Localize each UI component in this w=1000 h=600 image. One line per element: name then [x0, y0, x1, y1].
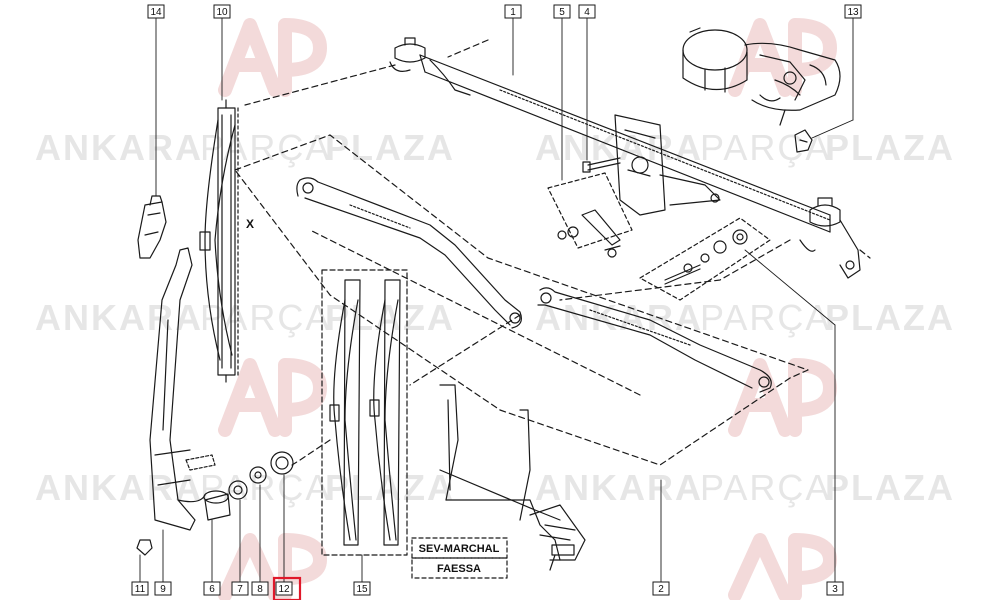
watermark-logo [728, 18, 837, 97]
wiper-blade-long [199, 99, 236, 383]
callouts: 14 10 1 5 4 13 [131, 4, 862, 600]
watermark-word: PARÇA [200, 467, 331, 508]
callout-3: 3 [826, 581, 844, 596]
part-number: 8 [257, 584, 263, 595]
cap-nut [136, 539, 153, 556]
watermark-word: PARÇA [700, 297, 831, 338]
blades-pair [321, 269, 408, 556]
watermark-logo [218, 18, 327, 97]
linkage-main-bar [389, 37, 861, 279]
callout-8: 8 [251, 581, 269, 596]
part-number: 9 [160, 584, 166, 595]
watermark-row-1: ANKARA PARÇA PLAZA ANKARA PARÇA PLAZA [35, 127, 955, 168]
watermark-word: ANKARA [35, 297, 203, 338]
watermark-word: PLAZA [325, 467, 455, 508]
watermark-logo [728, 358, 837, 437]
watermark-word: ANKARA [535, 467, 703, 508]
bracket-clip [794, 129, 813, 153]
callout-9: 9 [154, 581, 172, 596]
callout-7: 7 [231, 581, 249, 596]
callout-13: 13 [844, 4, 862, 19]
bolt [582, 157, 621, 173]
watermark-word: PLAZA [825, 467, 955, 508]
brand-frames [411, 537, 508, 579]
watermark-word: ANKARA [35, 467, 203, 508]
callout-10: 10 [213, 4, 231, 19]
part-number: 1 [510, 7, 516, 18]
watermark-word: PLAZA [825, 127, 955, 168]
part-number: 10 [216, 7, 228, 18]
highlight-frame [272, 576, 302, 600]
callout-12-highlighted: 12 [272, 576, 302, 600]
watermark-logo [218, 358, 327, 437]
fastener-set [639, 217, 771, 301]
watermark-logo [728, 533, 837, 600]
part-number: 5 [559, 7, 565, 18]
wiper-arm [149, 247, 206, 531]
part-number: 12 [278, 584, 290, 595]
watermark-logos [218, 18, 837, 600]
callout-14: 14 [147, 4, 165, 19]
wiper-motor [682, 27, 841, 126]
leader-lines [244, 39, 871, 466]
callout-15: 15 [353, 581, 371, 596]
fastener-row [185, 451, 294, 521]
callout-2: 2 [652, 581, 670, 596]
watermark-word: PLAZA [825, 297, 955, 338]
callout-5: 5 [553, 4, 571, 19]
part-number: 14 [150, 7, 162, 18]
rod-group-outline [234, 134, 809, 466]
watermark-row-3: ANKARA PARÇA PLAZA ANKARA PARÇA PLAZA [35, 467, 955, 508]
callout-leaders [139, 17, 854, 583]
watermark-logo [218, 533, 327, 600]
callout-4: 4 [578, 4, 596, 19]
callout-1: 1 [504, 4, 522, 19]
hardware-group [547, 172, 633, 258]
brand-label-primary: SEV-MARCHAL [419, 543, 500, 555]
blade-connector [137, 195, 167, 259]
callout-11: 11 [131, 581, 149, 596]
vehicle-inset [439, 384, 586, 571]
watermark-word: PLAZA [325, 297, 455, 338]
dimension-label: X [246, 217, 254, 231]
brand-label-secondary: FAESSA [437, 563, 481, 575]
watermark-word: PARÇA [700, 467, 831, 508]
part-number: 6 [209, 584, 215, 595]
part-number: 2 [658, 584, 664, 595]
part-number: 11 [135, 584, 146, 595]
part-number: 3 [832, 584, 838, 595]
connecting-rod-lower [537, 287, 772, 393]
callout-6: 6 [203, 581, 221, 596]
part-number: 15 [356, 584, 368, 595]
watermark-word: ANKARA [35, 127, 203, 168]
part-number: 4 [584, 7, 590, 18]
part-number: 13 [847, 7, 859, 18]
connecting-rod-upper [296, 177, 522, 329]
part-number: 7 [237, 584, 243, 595]
